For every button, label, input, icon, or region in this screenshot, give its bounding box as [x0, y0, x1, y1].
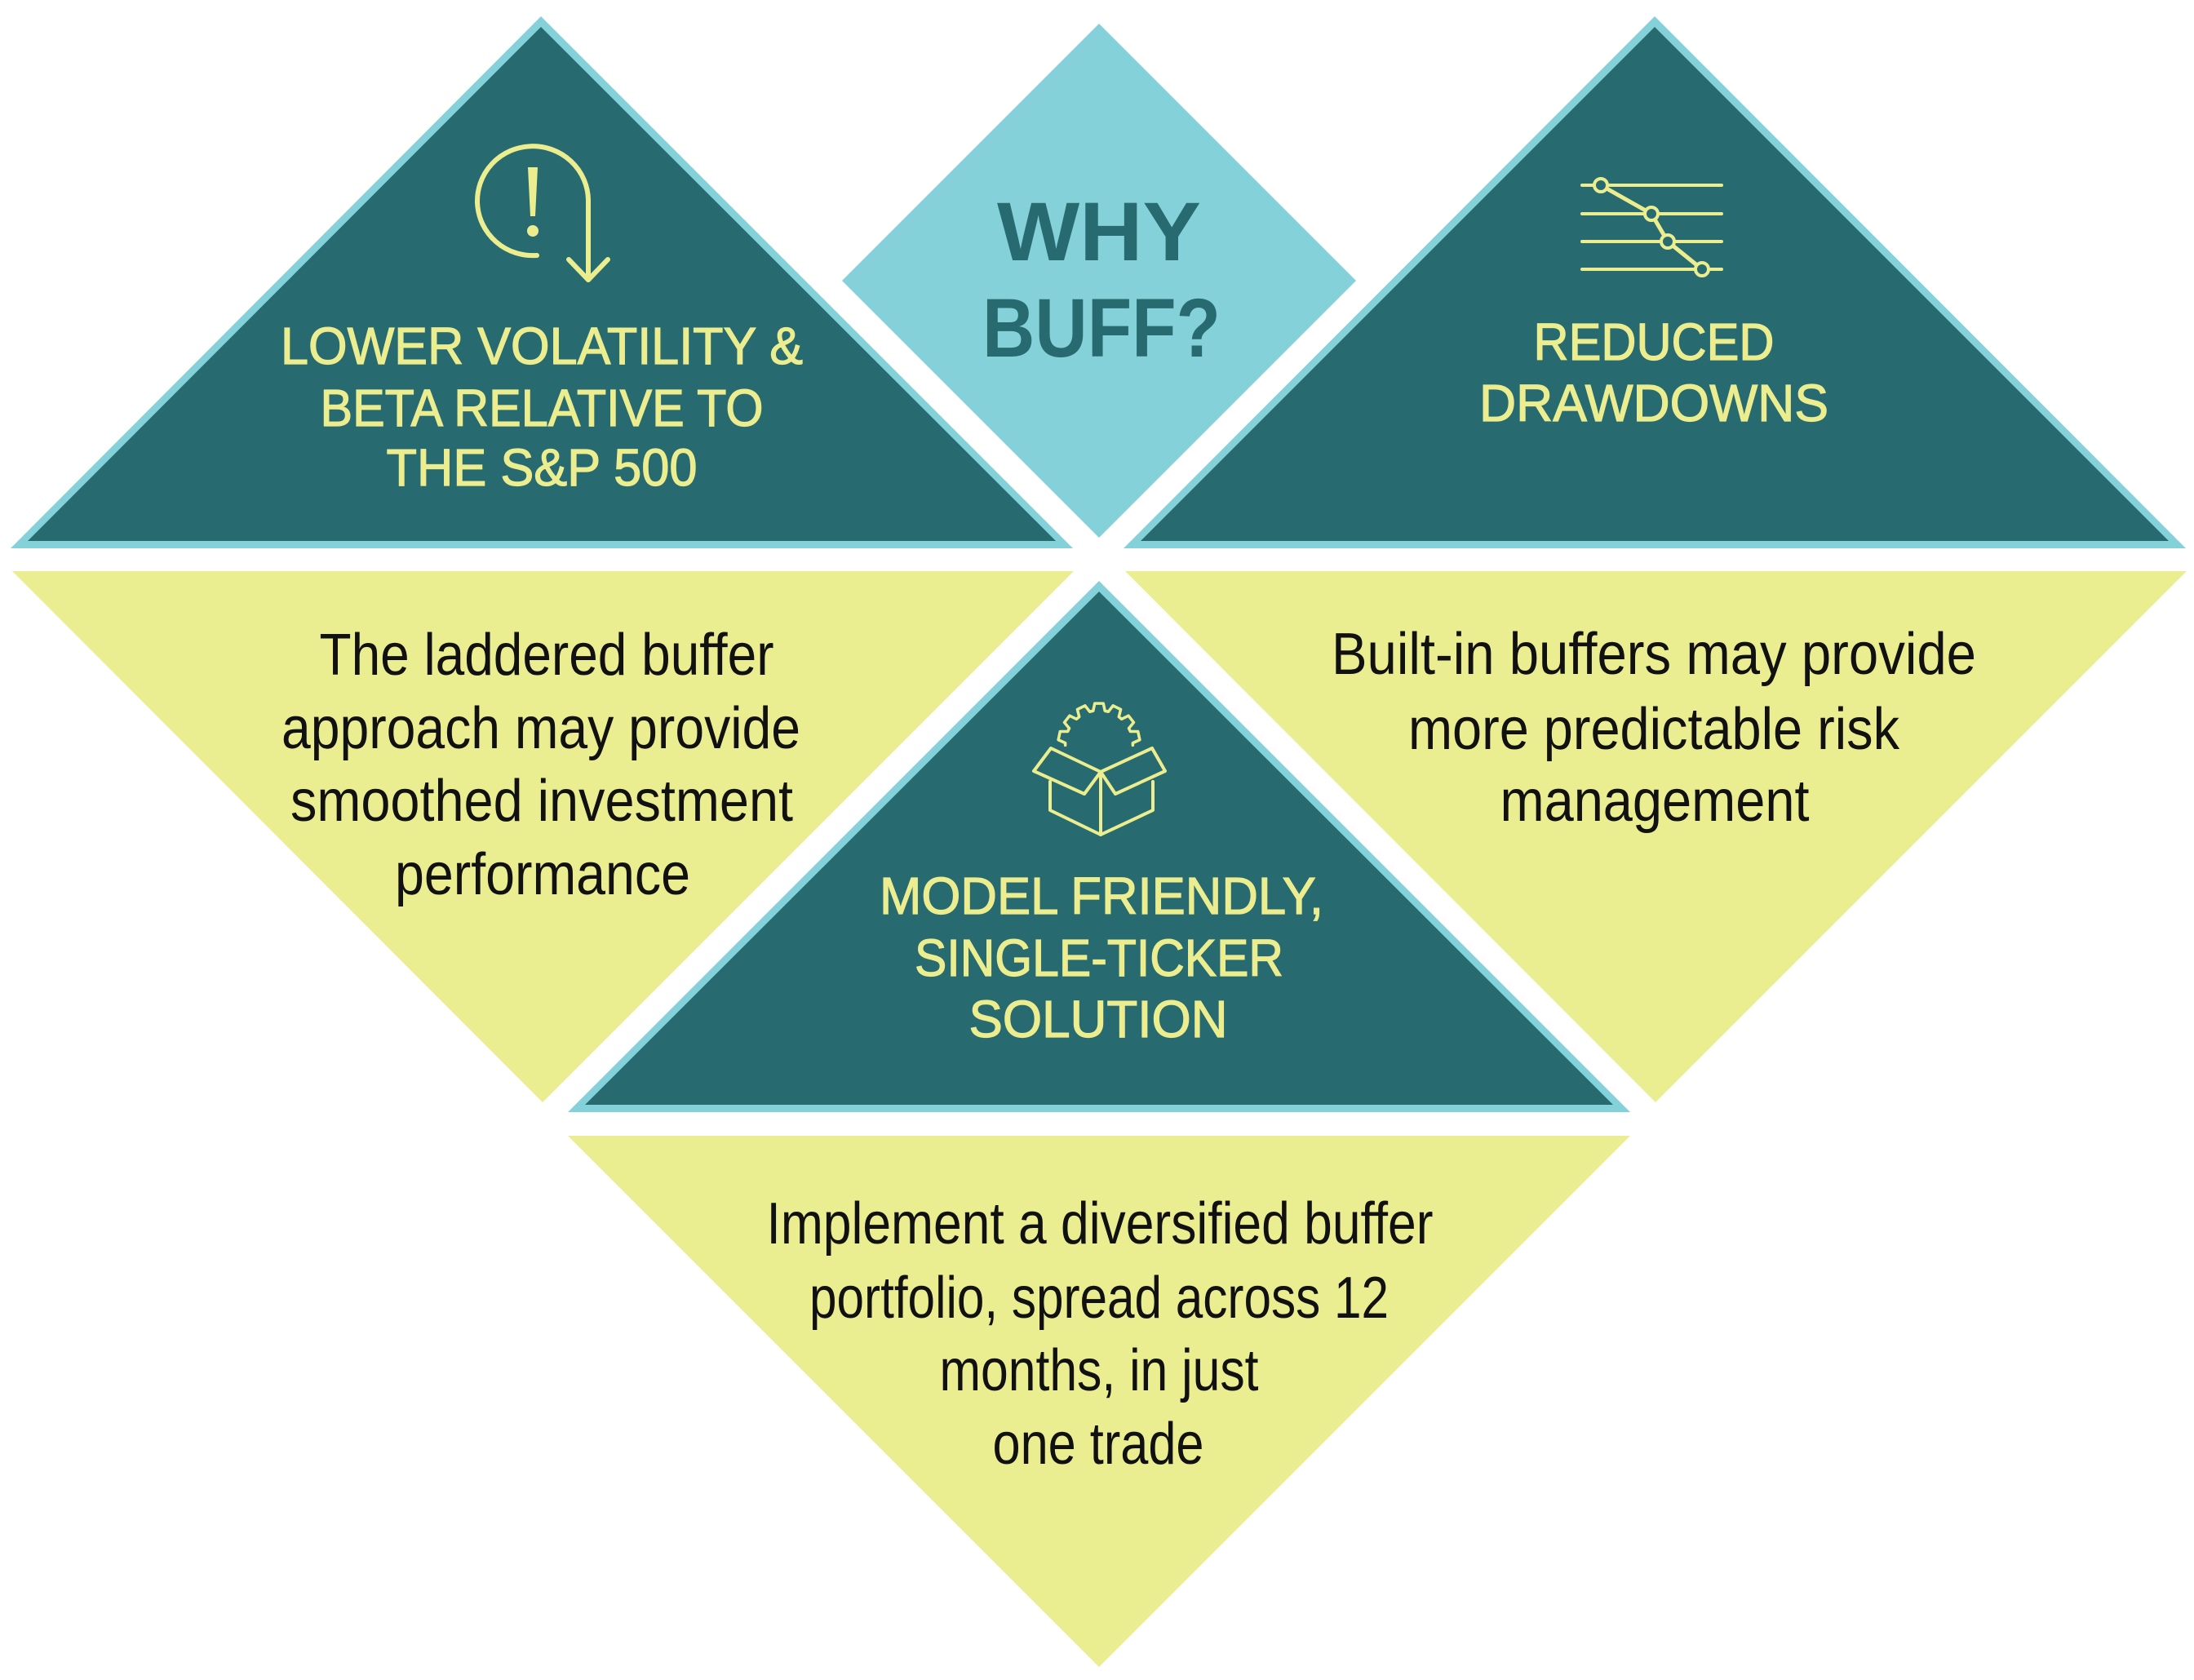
model-friendly-description-triangle — [568, 1136, 1630, 1667]
box-with-gear-icon — [1032, 702, 1167, 836]
benefit-drawdowns-panel: REDUCED DRAWDOWNS — [1124, 16, 2186, 548]
volatility-heading-line-3: THE S&P 500 — [387, 438, 698, 497]
model-friendly-heading-line-1: MODEL FRIENDLY, — [880, 867, 1323, 925]
drawdowns-heading-line-1: REDUCED — [1534, 313, 1775, 371]
title-diamond — [842, 24, 1356, 538]
volatility-description-line-2: approach may provide — [281, 696, 800, 761]
drawdowns-heading-line-2: DRAWDOWNS — [1479, 374, 1828, 432]
title-line-2: BUFF? — [982, 281, 1221, 375]
drawdowns-description-line-3: management — [1500, 769, 1810, 834]
title-line-1: WHY — [997, 185, 1201, 278]
volatility-description-panel: The laddered buffer approach may provide… — [12, 571, 1074, 1102]
volatility-description-line-1: The laddered buffer — [320, 623, 774, 688]
why-buff-title-panel: WHY BUFF? — [842, 24, 1356, 538]
volatility-heading-line-1: LOWER VOLATILITY & — [281, 317, 803, 375]
benefit-model-friendly-panel: MODEL FRIENDLY, SINGLE-TICKER SOLUTION — [568, 581, 1630, 1112]
model-friendly-description-line-2: portfolio, spread across 12 — [809, 1266, 1389, 1331]
drawdowns-description-triangle — [1125, 571, 2187, 1102]
drawdowns-description-line-2: more predictable risk — [1408, 697, 1900, 762]
volatility-triangle — [28, 27, 1056, 541]
volatility-heading-line-2: BETA RELATIVE TO — [321, 379, 764, 437]
model-friendly-description-line-1: Implement a diversified buffer — [767, 1191, 1434, 1257]
volatility-description-line-3: smoothed investment — [290, 769, 793, 834]
model-friendly-heading-line-2: SINGLE-TICKER — [915, 929, 1283, 987]
model-friendly-description-line-4: one trade — [993, 1412, 1204, 1477]
drawdowns-triangle — [1141, 27, 2169, 541]
model-friendly-triangle — [585, 592, 1613, 1105]
benefit-volatility-panel: LOWER VOLATILITY & BETA RELATIVE TO THE … — [11, 16, 1073, 548]
volatility-description-triangle — [12, 571, 1074, 1102]
drawdown-steps-icon — [1580, 177, 1723, 277]
drawdowns-description-line-1: Built-in buffers may provide — [1332, 622, 1976, 687]
model-friendly-description-line-3: months, in just — [940, 1338, 1259, 1403]
model-friendly-description-panel: Implement a diversified buffer portfolio… — [568, 1136, 1630, 1667]
drawdowns-description-panel: Built-in buffers may provide more predic… — [1125, 571, 2187, 1102]
alert-arrow-down-icon — [475, 144, 610, 282]
volatility-description-line-4: performance — [395, 842, 690, 907]
model-friendly-heading-line-3: SOLUTION — [969, 990, 1228, 1048]
